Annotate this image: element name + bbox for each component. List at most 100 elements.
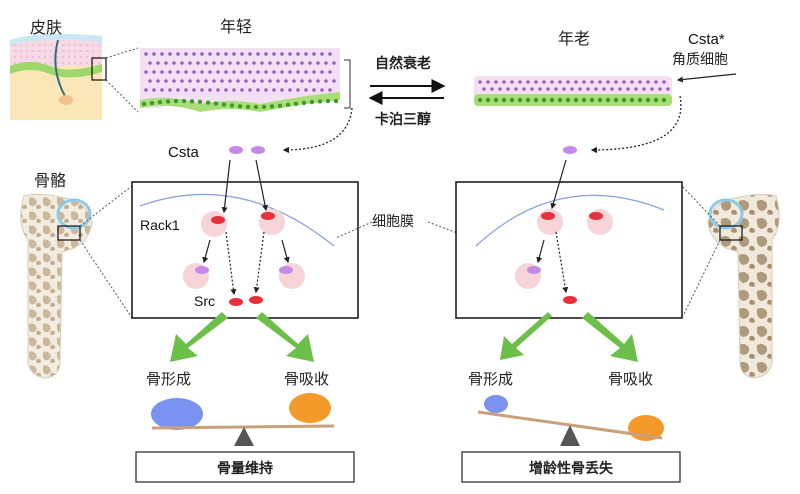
cell-dot (288, 70, 292, 74)
cell-dot (164, 79, 168, 83)
basal-cell-dot (261, 104, 267, 110)
cell-dot (196, 61, 200, 65)
cell-dot (316, 79, 320, 83)
cell-dot (156, 79, 160, 83)
cell-dot (554, 87, 558, 91)
cell-dot (526, 80, 530, 84)
cell-dot (284, 61, 288, 65)
cell-dot (558, 80, 562, 84)
cell-dot (236, 79, 240, 83)
young-cell-dots (141, 52, 339, 110)
cell-dot (642, 87, 646, 91)
cell-dot (292, 61, 296, 65)
cell-dot (204, 79, 208, 83)
basal-cell-dot (517, 97, 523, 103)
basal-cell-dot (165, 99, 171, 104)
csta-label: Csta (168, 144, 200, 161)
cell-dot (284, 79, 288, 83)
cell-dot (594, 87, 598, 91)
basal-cell-dot (533, 97, 539, 103)
basal-cell-dot (613, 97, 619, 103)
cell-dot (638, 80, 642, 84)
cell-dot (232, 70, 236, 74)
basal-cell-dot (229, 103, 235, 108)
keratinocyte-label: 角质细胞 (672, 52, 728, 68)
cell-dot (324, 79, 328, 83)
cell-dot (240, 70, 244, 74)
old-cells (515, 209, 613, 304)
basal-cell-dot (237, 104, 243, 109)
cell-dot (248, 70, 252, 74)
cell-dot (542, 80, 546, 84)
young-cells (183, 209, 305, 306)
basal-cell-dot (525, 97, 531, 103)
cell-dot (216, 52, 220, 56)
basal-cell-dot (213, 101, 219, 106)
cell-dot (626, 87, 630, 91)
cell-dot (646, 80, 650, 84)
bone-label: 骨骼 (34, 171, 66, 190)
cell-dot (256, 70, 260, 74)
cell-dot (264, 70, 268, 74)
age-bone-loss-label: 增龄性骨丢失 (529, 460, 614, 477)
cell-dot (180, 61, 184, 65)
cell-dot (272, 52, 276, 56)
cell-dot (304, 52, 308, 56)
cell-dot (176, 88, 180, 92)
young-skin-layer (140, 48, 351, 112)
cell-dot (144, 88, 148, 92)
cell-dot (208, 88, 212, 92)
cell-dot (224, 88, 228, 92)
bone-right-icon (707, 193, 780, 379)
cell-dot (570, 87, 574, 91)
cell-dot (280, 70, 284, 74)
cell-dot (296, 70, 300, 74)
cell-dot (192, 52, 196, 56)
cell-dot (494, 80, 498, 84)
bone-maintenance-label: 骨量维持 (217, 460, 273, 477)
basal-cell-dot (221, 102, 227, 107)
basal-cell-dot (653, 97, 659, 103)
cell-dot (324, 61, 328, 65)
basal-cell-dot (605, 97, 611, 103)
basal-cell-dot (293, 101, 299, 107)
old-skin-layer (474, 76, 672, 106)
cell-dot (184, 52, 188, 56)
basal-cell-dot (277, 103, 283, 108)
skin-label: 皮肤 (30, 18, 62, 37)
cell-dot (260, 61, 264, 65)
cell-dot (296, 88, 300, 92)
cell-dot (244, 79, 248, 83)
cell-dot (598, 80, 602, 84)
young-label: 年轻 (220, 17, 252, 36)
cell-dot (200, 52, 204, 56)
old-label: 年老 (558, 29, 590, 48)
cell-dot (200, 88, 204, 92)
basal-cell-dot (189, 99, 195, 104)
cell-dot (160, 70, 164, 74)
basal-cell-dot (501, 97, 507, 103)
cell-dot (268, 79, 272, 83)
cell-dot (618, 87, 622, 91)
cell-dot (156, 61, 160, 65)
basal-cell-dot (205, 100, 211, 105)
cell-dot (332, 61, 336, 65)
cell-dot (188, 79, 192, 83)
cell-dot (240, 88, 244, 92)
cell-dot (264, 52, 268, 56)
bone-formation-right-label: 骨形成 (468, 370, 513, 388)
cell-dot (280, 88, 284, 92)
cell-dot (518, 80, 522, 84)
cell-dot (578, 87, 582, 91)
basal-cell-dot (629, 97, 635, 103)
cell-dot (312, 70, 316, 74)
cell-dot (562, 87, 566, 91)
basal-cell-dot (597, 97, 603, 103)
cell-dot (272, 88, 276, 92)
basal-cell-dot (477, 97, 483, 103)
basal-cell-dot (333, 98, 339, 104)
cell-dot (268, 61, 272, 65)
cell-dot (662, 80, 666, 84)
basal-cell-dot (301, 100, 307, 106)
cell-dot (666, 87, 670, 91)
